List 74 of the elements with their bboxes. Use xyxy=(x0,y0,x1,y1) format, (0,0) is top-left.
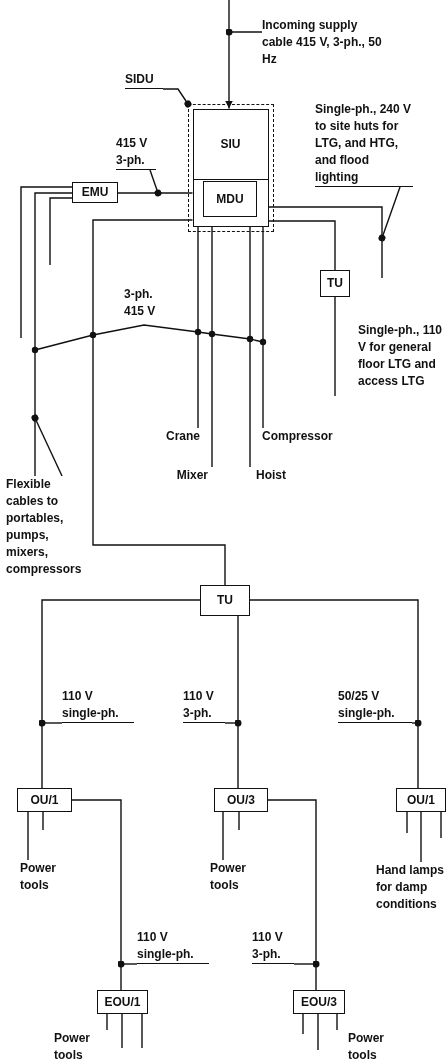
load-label: Crane xyxy=(150,428,200,445)
cable-line xyxy=(267,799,317,991)
cable-line xyxy=(440,811,442,839)
unit-box: TU xyxy=(200,585,250,616)
cable-line xyxy=(41,599,201,789)
cable-line xyxy=(317,1013,319,1051)
unit-box: SIU xyxy=(192,108,269,181)
cable-line xyxy=(406,811,408,834)
unit-box: EOU/3 xyxy=(293,990,345,1014)
callout-text: Flexible cables to portables, pumps, mixers, compressors xyxy=(6,476,88,578)
unit-box: OU/3 xyxy=(214,788,268,812)
cable-line xyxy=(302,1013,304,1035)
load-label: Power tools xyxy=(54,1030,110,1060)
compartment-box xyxy=(192,178,269,227)
unit-box: OU/1 xyxy=(396,788,446,812)
callout-text: SIDU xyxy=(125,71,163,89)
cable-line xyxy=(211,225,213,468)
load-label: Power tools xyxy=(334,1030,398,1060)
cable-line xyxy=(249,599,419,789)
cable-line xyxy=(336,1013,338,1031)
cable-line xyxy=(106,1013,108,1031)
supply-arrow xyxy=(225,0,233,110)
leader-line xyxy=(162,88,192,108)
cable-line xyxy=(249,225,251,468)
leader-line xyxy=(293,960,320,968)
cable-line xyxy=(222,811,224,861)
leader-line xyxy=(117,960,138,968)
unit-box: EMU xyxy=(72,182,118,203)
cable-line xyxy=(117,192,194,194)
leader-line xyxy=(225,28,263,36)
callout-text: Incoming supply cable 415 V, 3-ph., 50 Hz xyxy=(262,17,382,68)
cable-line xyxy=(197,225,199,429)
leader-line xyxy=(224,719,242,727)
leader-line xyxy=(38,719,63,727)
callout-text: 415 V 3-ph. xyxy=(116,135,156,170)
leader-line xyxy=(149,169,162,197)
callout-text: 50/25 V single-ph. xyxy=(338,688,412,723)
leader-line xyxy=(411,719,422,727)
load-label: Compressor xyxy=(259,428,333,445)
leader-line xyxy=(378,186,401,242)
unit-box: MDU xyxy=(203,181,257,217)
cable-line xyxy=(238,811,240,831)
cable-line xyxy=(237,615,239,789)
cable-line xyxy=(267,206,383,279)
load-label: Power tools xyxy=(20,860,70,894)
callout-text: 110 V 3-ph. xyxy=(183,688,225,723)
callout-text: 110 V single-ph. xyxy=(62,688,134,723)
load-label: Hand lamps for damp conditions xyxy=(376,862,448,913)
enclosure-box xyxy=(188,104,274,232)
cable-line xyxy=(49,197,73,266)
cable-line xyxy=(141,1013,143,1049)
load-label: Power tools xyxy=(210,860,260,894)
unit-box: OU/1 xyxy=(17,788,72,812)
unit-box: TU xyxy=(320,270,350,297)
callout-text: Single-ph., 240 V to site huts for LTG, and HTG, and flood lighting xyxy=(315,101,413,187)
cable-line xyxy=(27,811,29,861)
cable-line xyxy=(92,219,226,586)
load-label: Hoist xyxy=(248,467,296,484)
bus-label: 3-ph. 415 V xyxy=(124,286,157,320)
load-label: Mixer xyxy=(160,467,214,484)
leader-line xyxy=(31,414,63,477)
callout-text: 110 V single-ph. xyxy=(137,929,209,964)
cable-line xyxy=(20,186,73,339)
cable-line xyxy=(267,220,336,271)
cable-line xyxy=(71,799,122,991)
cable-line xyxy=(262,225,264,429)
callout-text: 110 V 3-ph. xyxy=(252,929,294,964)
cable-line xyxy=(42,811,44,831)
unit-box: EOU/1 xyxy=(97,990,148,1014)
supply-note: Single-ph., 110 V for general floor LTG and access LTG xyxy=(358,322,444,390)
cable-line xyxy=(334,296,336,397)
cable-line xyxy=(34,192,73,477)
cable-line xyxy=(121,1013,123,1049)
cable-line xyxy=(420,811,422,863)
